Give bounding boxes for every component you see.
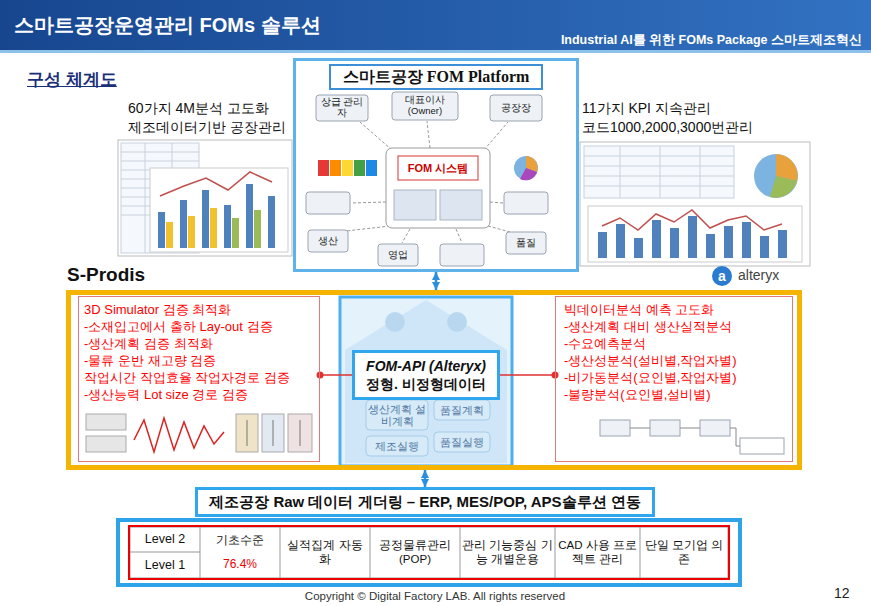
table-cell: 기초수준 [200, 529, 280, 553]
table-cell: Level 2 [130, 527, 200, 552]
chart-screenshot [118, 140, 292, 256]
kpi-screenshot [580, 142, 810, 266]
panel-item: -생산능력 Lot size 경로 검증 [84, 386, 248, 403]
background-label: 품질실행 [434, 432, 490, 452]
logo-name: alteryx [738, 267, 779, 284]
connector-dot [317, 372, 324, 379]
panel-item: -생산계획 대비 생산실적분석 [564, 318, 732, 335]
table-cell: 실적집계 자동화 [280, 527, 370, 578]
box-label: 정형. 비정형데이터 [366, 375, 486, 393]
header-bar [0, 0, 871, 50]
section-heading: 구성 체계도 [27, 70, 117, 90]
simulator-graphic [86, 414, 312, 452]
header-subtitle: Industrial AI를 위한 FOMs Package 스마트제조혁신 [561, 33, 862, 48]
box-label: FOM-API (Alteryx) [366, 357, 486, 375]
system-group: S-Prodis3D Simulator 검증 최적화-소재입고에서 출하 La… [66, 290, 802, 470]
panel-item: -불량분석(요인별,설비별) [564, 386, 711, 403]
page-number: 12 [834, 585, 850, 602]
background-label: 생산계획 설비계획 [366, 400, 428, 430]
background-label: 품질계획 [434, 400, 490, 420]
connector [435, 272, 438, 290]
analytics-panel: 빅데이터분석 예측 고도화-생산계획 대비 생산실적분석-수요예측분석-생산성분… [555, 296, 793, 462]
table-cell: 단일 모기업 의존 [640, 527, 728, 578]
api-box: FOM-API (Alteryx)정형. 비정형데이터 [352, 350, 500, 400]
screenshot-label: 영업 [378, 244, 418, 266]
table-cell: CAD 사용 프로젝트 관리 [555, 527, 640, 578]
annotation: 60가지 4M분석 고도화 [128, 100, 269, 117]
screenshot-label: 생산 [308, 230, 348, 252]
screenshot-label: 상급 관리자 [316, 95, 368, 121]
data-gathering-box: 제조공장 Raw 데이터 게더링 – ERP, MES/POP, APS솔루션 … [195, 487, 655, 517]
panel-heading: 스마트공장 FOM Platform [329, 64, 544, 90]
annotation: 코드1000,2000,3000번관리 [582, 119, 753, 136]
panel-item: 작업시간 작업효율 작업자경로 검증 [84, 369, 290, 386]
copyright-note: Copyright © Digital Factory LAB. All rig… [200, 589, 670, 604]
panel-title: 3D Simulator 검증 최적화 [84, 301, 231, 318]
connector [424, 470, 427, 487]
box-label: 제조공장 Raw 데이터 게더링 – ERP, MES/POP, APS솔루션 … [209, 493, 640, 511]
header-rule [0, 50, 871, 53]
panel-item: -소재입고에서 출하 Lay-out 검증 [84, 318, 273, 335]
connector [320, 374, 352, 376]
table-cell: 76.4% [200, 554, 280, 576]
simulator-panel: 3D Simulator 검증 최적화-소재입고에서 출하 Lay-out 검증… [78, 296, 320, 462]
screenshot-label: FOM 시스템 [400, 158, 476, 178]
alteryx-logo [712, 266, 732, 286]
panel-item: -비가동분석(요인별,작업자별) [564, 369, 737, 386]
table-cell: Level 1 [130, 552, 200, 578]
annotation: 11가지 KPI 지속관리 [582, 100, 711, 117]
workflow-graphic [600, 420, 784, 454]
panel-title: 빅데이터분석 예측 고도화 [564, 301, 714, 318]
connector [500, 374, 555, 376]
logo-letter: a [712, 266, 732, 286]
level-table [118, 520, 740, 585]
background-label: 제조실행 [366, 436, 428, 456]
panel-item: -물류 운반 재고량 검증 [84, 352, 216, 369]
api-background [340, 297, 512, 466]
table-cell: 공정물류관리 (POP) [370, 527, 460, 578]
screenshot-label: 품질 [506, 232, 546, 254]
screenshot-label: 대표이사 (Owner) [392, 92, 458, 120]
panel-item: -생산성분석(설비별,작업자별) [564, 352, 737, 369]
panel-item: -수요예측분석 [564, 335, 646, 352]
panel-item: -생산계획 검증 최적화 [84, 335, 213, 352]
slide-title: 스마트공장운영관리 FOMs 솔루션 [14, 12, 321, 38]
platform-screenshot [306, 92, 548, 266]
screenshot-label: 공장장 [490, 95, 542, 121]
group-heading: S-Prodis [67, 263, 145, 287]
annotation: 제조데이터기반 공장관리 [128, 119, 286, 136]
table-cell: 관리 기능중심 기능 개별운용 [460, 527, 555, 578]
